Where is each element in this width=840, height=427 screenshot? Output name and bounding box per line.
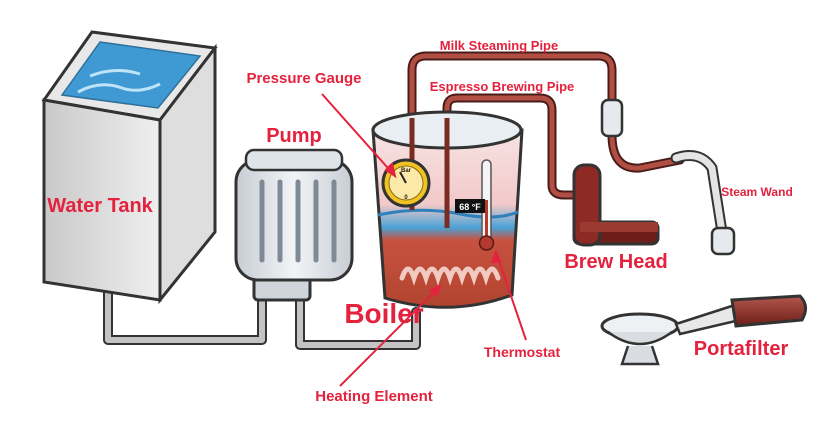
boiler: 68 °F Boiler (344, 110, 524, 329)
thermostat-label: Thermostat (484, 344, 561, 360)
heating-coil (399, 266, 501, 286)
milk-steaming-pipe (407, 51, 685, 173)
callout-arrows (321, 93, 527, 387)
espresso-brewing-pipe-label: Espresso Brewing Pipe (430, 79, 575, 94)
gray-water-pipes (103, 285, 421, 350)
steam-wand-label: Steam Wand (721, 185, 793, 199)
pressure-gauge-label: Pressure Gauge (246, 70, 361, 87)
gauge-value-text: 0 (404, 195, 408, 201)
brew-head: Brew Head (564, 163, 668, 273)
gauge-brand-text: Bar (401, 168, 412, 174)
thermostat-probe (478, 159, 495, 251)
portafilter: Portafilter (600, 294, 807, 366)
espresso-brewing-pipe (442, 93, 579, 200)
milk-steaming-pipe-label: Milk Steaming Pipe (440, 38, 558, 53)
temperature-readout-text: 68 °F (459, 202, 481, 212)
temperature-readout: 68 °F (455, 199, 485, 213)
portafilter-label: Portafilter (694, 338, 789, 360)
brew-head-label: Brew Head (564, 251, 667, 273)
water-tank-label: Water Tank (47, 195, 153, 217)
water-tank: Water Tank (41, 30, 218, 305)
pump-label: Pump (266, 125, 322, 147)
steam-wand (600, 98, 736, 256)
heating-element-label: Heating Element (315, 388, 433, 405)
boiler-label: Boiler (344, 298, 423, 329)
pump: Pump (234, 125, 354, 302)
